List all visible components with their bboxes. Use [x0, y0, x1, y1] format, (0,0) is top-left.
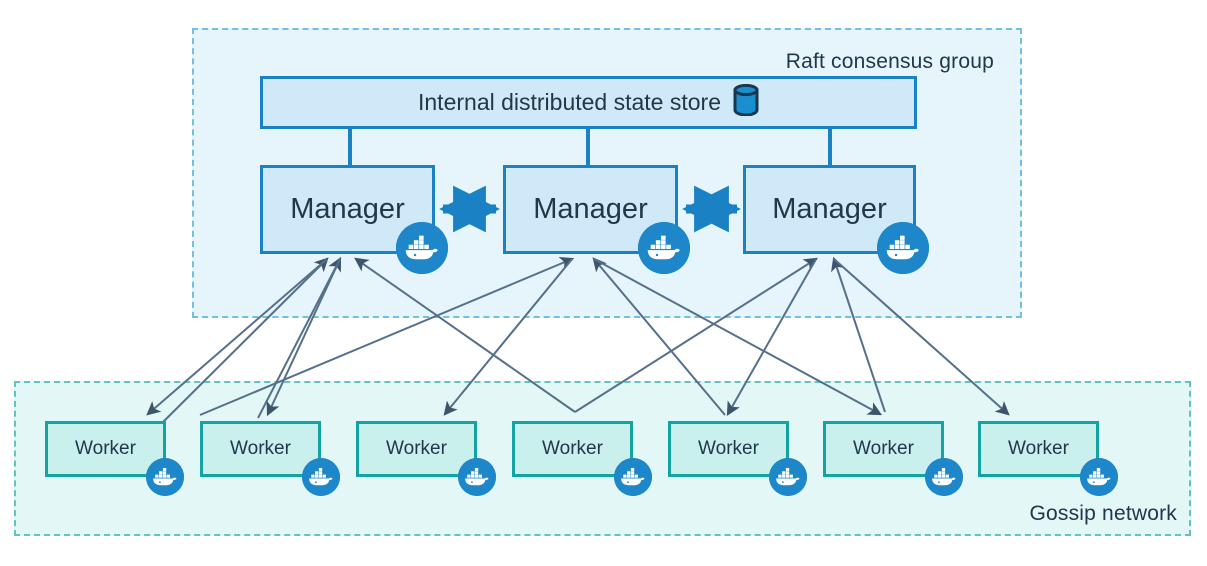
worker-node-4[interactable]: Worker — [512, 421, 633, 477]
worker-label: Worker — [230, 438, 291, 459]
docker-whale-icon — [638, 222, 690, 274]
worker-label: Worker — [1008, 438, 1069, 459]
docker-whale-icon — [925, 458, 963, 496]
internal-state-store-box[interactable]: Internal distributed state store — [260, 76, 917, 129]
docker-whale-icon — [769, 458, 807, 496]
docker-whale-icon — [458, 458, 496, 496]
docker-whale-icon — [614, 458, 652, 496]
gossip-group-label: Gossip network — [1029, 502, 1177, 525]
database-cylinder-icon — [733, 83, 759, 122]
worker-node-1[interactable]: Worker — [45, 421, 166, 477]
docker-whale-icon — [302, 458, 340, 496]
worker-node-6[interactable]: Worker — [823, 421, 944, 477]
worker-label: Worker — [75, 438, 136, 459]
worker-label: Worker — [386, 438, 447, 459]
raft-group-label: Raft consensus group — [785, 50, 994, 73]
worker-label: Worker — [698, 438, 759, 459]
worker-node-7[interactable]: Worker — [978, 421, 1099, 477]
docker-whale-icon — [396, 222, 448, 274]
manager-label: Manager — [772, 193, 887, 225]
manager-label: Manager — [290, 193, 405, 225]
docker-whale-icon — [877, 222, 929, 274]
worker-node-5[interactable]: Worker — [668, 421, 789, 477]
worker-label: Worker — [853, 438, 914, 459]
worker-label: Worker — [542, 438, 603, 459]
state-store-label: Internal distributed state store — [418, 89, 721, 115]
docker-whale-icon — [146, 458, 184, 496]
worker-node-3[interactable]: Worker — [356, 421, 477, 477]
docker-whale-icon — [1080, 458, 1118, 496]
manager-label: Manager — [533, 193, 648, 225]
worker-node-2[interactable]: Worker — [200, 421, 321, 477]
